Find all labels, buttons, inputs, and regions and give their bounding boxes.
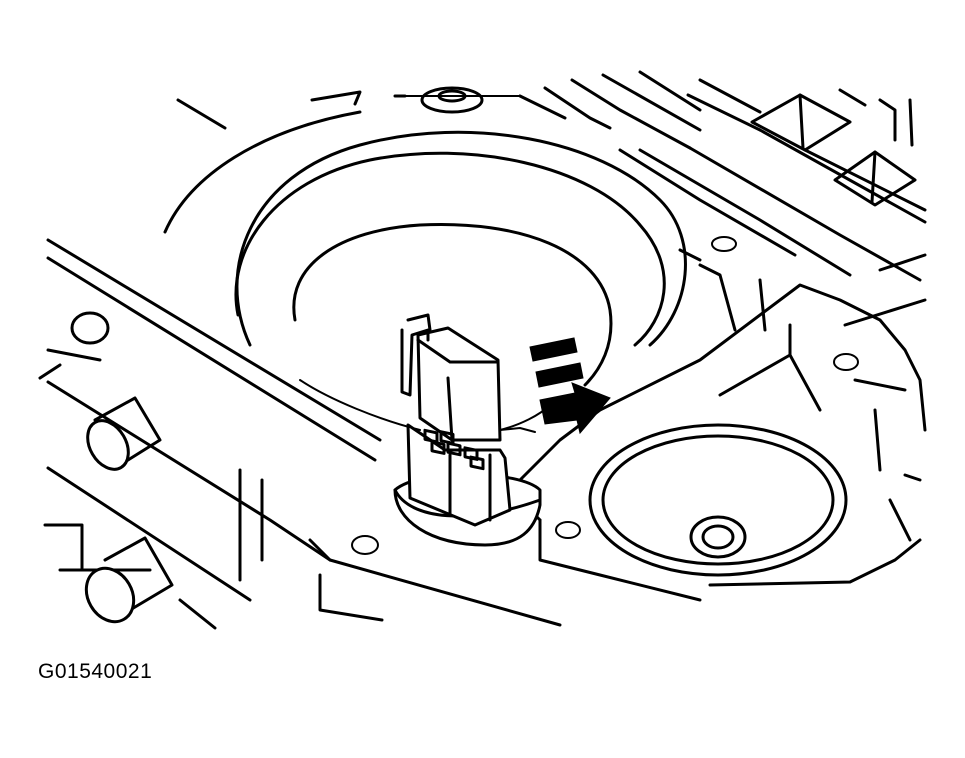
direction-arrow	[529, 337, 611, 435]
left-pins	[70, 311, 174, 624]
bolt-holes	[351, 236, 859, 555]
diamond-ports	[750, 93, 917, 207]
main-bore	[234, 130, 687, 431]
left-rail	[38, 238, 562, 630]
top-boss	[420, 86, 484, 114]
lower-right-bore	[508, 248, 927, 602]
electrical-connector	[393, 313, 542, 547]
housing-body	[163, 70, 927, 327]
figure-code: G01540021	[38, 660, 153, 683]
